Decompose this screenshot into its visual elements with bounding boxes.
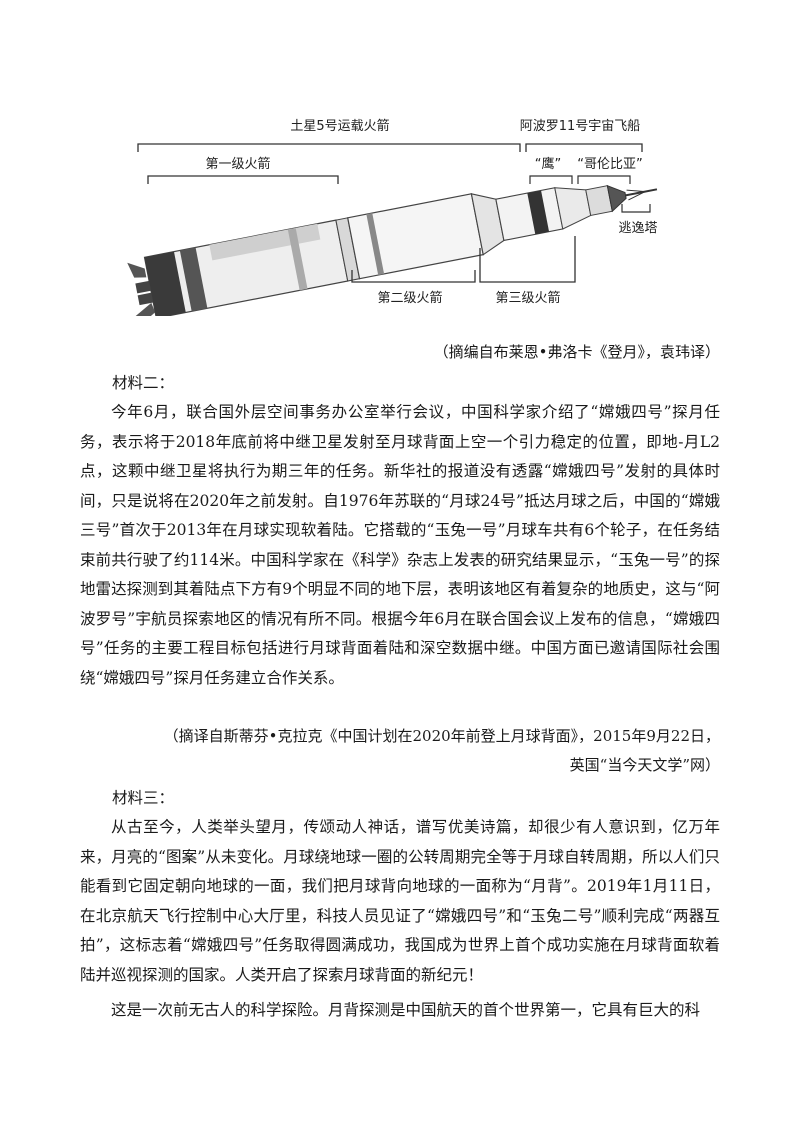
label-apollo-11: 阿波罗11号宇宙飞船: [520, 119, 641, 134]
material-3-paragraph-1: 从古至今，人类举头望月，传颂动人神话，谱写优美诗篇，却很少有人意识到，亿万年来，…: [80, 818, 720, 984]
material-2-paragraph: 今年6月，联合国外层空间事务办公室举行会议，中国科学家介绍了“嫦娥四号”探月任务…: [80, 403, 720, 687]
label-stage-1: 第一级火箭: [205, 156, 270, 172]
label-escape-tower: 逃逸塔: [618, 221, 657, 236]
material-2-source-line-2: 英国“当今天文学”网）: [569, 756, 720, 774]
label-saturn-v: 土星5号运载火箭: [290, 118, 389, 134]
material-2-source-line-1: （摘译自斯蒂芬•克拉克《中国计划在2020年前登上月球背面》，2015年9月22…: [163, 727, 720, 745]
material-2-heading: 材料二：: [112, 374, 175, 392]
material-3-paragraph-2: 这是一次前无古人的科学探险。月背探测是中国航天的首个世界第一，它具有巨大的科: [111, 1001, 701, 1019]
figure-source-citation: （摘编自布莱恩•弗洛卡《登月》，袁玮译）: [433, 343, 720, 361]
label-eagle: “鹰”: [535, 156, 561, 172]
label-stage-2: 第二级火箭: [377, 290, 442, 306]
label-stage-3: 第三级火箭: [495, 290, 560, 306]
material-2-source-citation: （摘译自斯蒂芬•克拉克《中国计划在2020年前登上月球背面》，2015年9月22…: [80, 722, 720, 780]
label-columbia: “哥伦比亚”: [577, 157, 642, 172]
rocket-illustration: [127, 184, 658, 316]
rocket-diagram: 土星5号运载火箭 阿波罗11号宇宙飞船 第一级火箭 “鹰” “哥伦比亚” 逃逸塔: [120, 106, 660, 316]
material-3-heading: 材料三：: [112, 789, 175, 807]
